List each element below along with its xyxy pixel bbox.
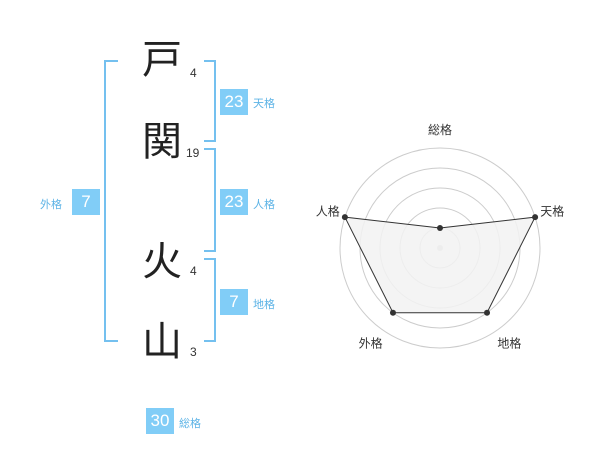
radar-point-2 bbox=[532, 214, 539, 221]
jinkaku-value: 23 bbox=[220, 189, 248, 215]
radar-point-5 bbox=[341, 214, 348, 221]
gaikaku-bracket bbox=[104, 60, 118, 342]
radar-axis-label-3: 地格 bbox=[497, 336, 521, 351]
radar-point-3 bbox=[484, 309, 491, 316]
stroke-count-4: 3 bbox=[190, 345, 197, 359]
tenkaku-value: 23 bbox=[220, 89, 248, 115]
tenkaku-bracket bbox=[204, 60, 216, 142]
chikaku-label: 地格 bbox=[253, 298, 275, 311]
stroke-count-3: 4 bbox=[190, 264, 197, 278]
name-char-1: 戸 bbox=[142, 37, 182, 83]
name-char-4: 山 bbox=[142, 319, 182, 365]
name-char-3: 火 bbox=[142, 239, 182, 285]
soukaku-value: 30 bbox=[146, 408, 174, 434]
chikaku-value: 7 bbox=[220, 289, 248, 315]
gaikaku-label: 外格 bbox=[40, 198, 62, 211]
radar-points bbox=[341, 214, 539, 316]
soukaku-label: 総格 bbox=[179, 417, 201, 430]
radar-axis-label-4: 外格 bbox=[359, 336, 383, 351]
name-char-2: 関 bbox=[142, 119, 182, 165]
radar-axis-label-5: 人格 bbox=[316, 204, 340, 219]
radar-point-1 bbox=[437, 225, 443, 231]
chikaku-bracket bbox=[204, 258, 216, 342]
jinkaku-bracket bbox=[204, 148, 216, 252]
radar-axis-label-2: 天格 bbox=[540, 204, 564, 219]
radar-series-area bbox=[344, 216, 536, 314]
radar-axis-label-1: 総格 bbox=[428, 122, 452, 137]
radar-point-4 bbox=[389, 309, 396, 316]
tenkaku-label: 天格 bbox=[253, 97, 275, 110]
jinkaku-label: 人格 bbox=[253, 198, 275, 211]
radar-grid-ring bbox=[339, 147, 541, 349]
stroke-count-2: 19 bbox=[186, 146, 200, 160]
gaikaku-value: 7 bbox=[72, 189, 100, 215]
stroke-count-1: 4 bbox=[190, 66, 197, 80]
